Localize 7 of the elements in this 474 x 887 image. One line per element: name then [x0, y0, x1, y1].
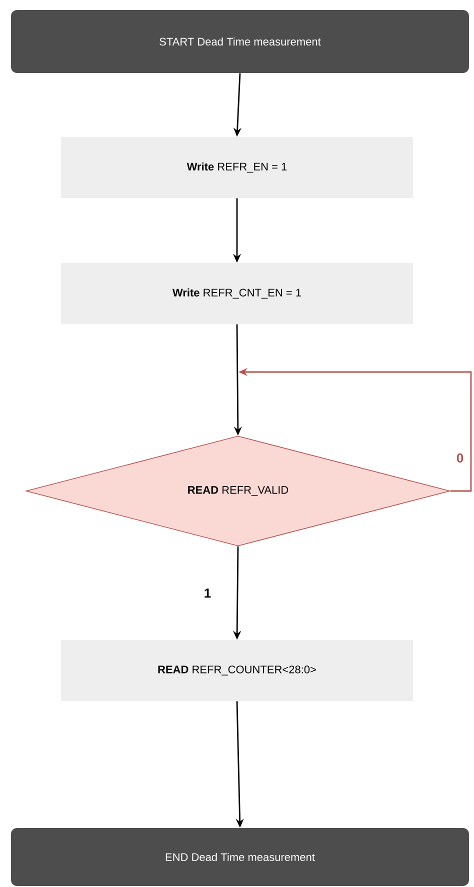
terminal-box: START Dead Time measurement	[11, 10, 469, 74]
edge-label: 1	[204, 588, 211, 598]
terminal-box: END Dead Time measurement	[11, 828, 469, 886]
process-box: Write REFR_EN = 1	[61, 137, 413, 198]
process-box: READ REFR_COUNTER<28:0>	[61, 640, 413, 701]
process-box: Write REFR_CNT_EN = 1	[61, 263, 413, 324]
edge-label: 0	[456, 453, 464, 463]
